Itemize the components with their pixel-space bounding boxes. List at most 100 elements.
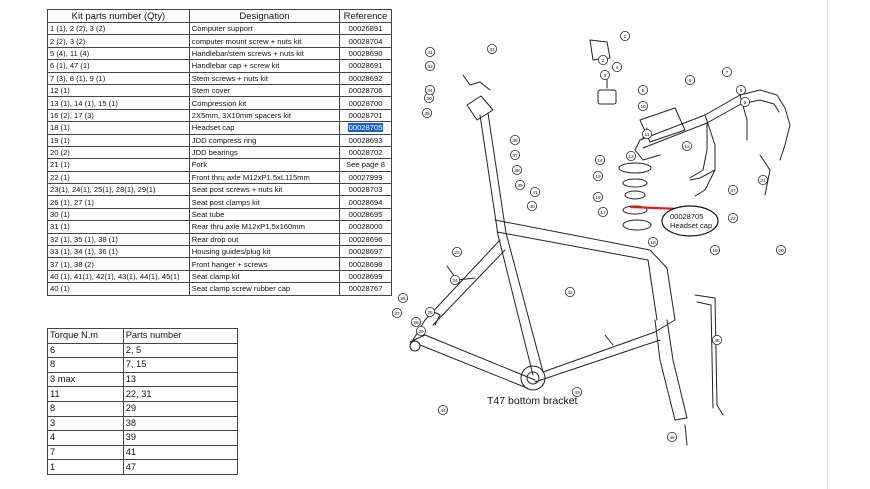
bike-frame-exploded-diagram: 00028705 Headset cap T47 bottom bracket … (392, 30, 791, 446)
part-marker-label: 20 (778, 248, 784, 254)
part-marker-label: 27 (394, 311, 400, 317)
part-marker-circle (425, 85, 436, 96)
part-marker-circle (625, 150, 636, 161)
part-marker-label: 19 (712, 248, 718, 254)
reference-cell: 00028702 (339, 145, 392, 160)
part-marker-circle (438, 404, 449, 415)
part-marker-label: 14 (597, 158, 603, 164)
parts-table-header-row: Kit parts number (Qty) Designation Refer… (47, 9, 392, 23)
parts-number-cell: 6 (1), 47 (1) (47, 59, 190, 73)
designation-cell: JDD compress ring (188, 133, 341, 147)
reference-cell: 00028693 (339, 133, 392, 147)
designation-cell: Compression kit (188, 96, 341, 110)
part-marker-label: 22 (730, 216, 736, 222)
parts-number-cell: 21 (1) (47, 158, 190, 172)
designation-cell: Fork (188, 158, 341, 172)
page-edge-divider (827, 0, 828, 489)
parts-table-row: 7 (3), 8 (1), 9 (1)Stem screws + nuts ki… (47, 71, 392, 85)
reference-cell: 00027999 (339, 170, 392, 185)
part-marker-circle (510, 149, 521, 160)
designation-cell: Rear drop out (188, 232, 341, 247)
reference-cell: 00028701 (339, 108, 392, 123)
parts-table-row: 2 (2), 3 (2)computer mount screw + nuts … (47, 34, 392, 48)
parts-number-cell: 33 (1), 34 (1), 36 (1) (47, 245, 190, 259)
part-marker-circle (514, 179, 525, 190)
parts-number-cell: 41 (122, 444, 239, 461)
parts-number-cell: 26 (1), 27 (1) (47, 195, 190, 209)
parts-number-cell: 19 (1) (47, 133, 190, 147)
parts-number-cell: 22, 31 (122, 386, 239, 402)
part-marker-circle (397, 292, 408, 303)
part-marker-label: 37 (512, 153, 518, 159)
part-marker-label: 44 (440, 408, 446, 414)
reference-cell: 00028704 (339, 34, 392, 48)
part-marker-label: 36 (512, 138, 518, 144)
parts-number-cell: 37 (1), 38 (2) (47, 257, 190, 271)
parts-number-cell: 7 (3), 8 (1), 9 (1) (47, 71, 190, 85)
designation-cell: Handlebar cap + screw kit (188, 59, 341, 73)
parts-table-row: 33 (1), 34 (1), 36 (1)Housing guides/plu… (47, 245, 392, 259)
torque-value-cell: 7 (47, 444, 124, 461)
part-marker-circle (775, 244, 786, 255)
parts-number-cell: 7, 15 (122, 357, 239, 373)
part-marker-circle (721, 67, 732, 78)
designation-cell: Front thru axle M12xP1.5xL115mm (188, 170, 341, 185)
designation-cell: Handlebar/stem screws + nuts kit (188, 46, 341, 61)
part-marker-label: 12 (684, 144, 690, 150)
part-marker-label: 41 (532, 190, 538, 196)
designation-cell: Stem cover (188, 83, 341, 98)
part-marker-circle (739, 97, 750, 108)
parts-number-cell: 13 (1), 14 (1), 15 (1) (47, 96, 190, 110)
part-marker-circle (425, 46, 436, 57)
part-marker-label: 18 (650, 240, 656, 246)
part-marker-label: 8 (740, 88, 743, 94)
red-arrow (629, 205, 681, 211)
part-marker-circle (425, 61, 436, 72)
torque-value-cell: 6 (47, 342, 124, 359)
designation-cell: 2X5mm, 3X10mm spacers kit (188, 108, 341, 123)
part-marker-circle (571, 386, 582, 397)
part-marker-label: 30 (426, 96, 432, 102)
part-marker-label: 11 (645, 132, 650, 138)
part-marker-label: 4 (616, 65, 619, 71)
part-marker-label: 34 (427, 88, 433, 94)
parts-table-row: 40 (1), 41(1), 42(1), 43(1), 44(1), 45(1… (47, 269, 392, 284)
part-marker-circle (637, 101, 648, 112)
reference-cell: 00028691 (339, 59, 392, 73)
parts-table-row: 23(1), 24(1), 25(1), 28(1), 29(1)Seat po… (47, 183, 392, 197)
parts-number-cell: 13 (122, 371, 239, 388)
torque-value-cell: 1 (47, 459, 124, 475)
reference-cell: 00028692 (339, 71, 392, 85)
header-kit-parts-number: Kit parts number (Qty) (47, 9, 190, 23)
reference-cell: 00028700 (339, 96, 392, 110)
reference-cell: 00028705 (339, 121, 392, 135)
reference-cell: 00028690 (339, 46, 392, 61)
part-marker-circle (727, 212, 738, 223)
part-marker-circle (684, 75, 695, 86)
callout-ref-text: 00028705 (670, 212, 703, 221)
highlighted-reference: 00028705 (347, 123, 384, 133)
part-marker-circle (410, 316, 421, 327)
reference-cell: 00028699 (339, 269, 392, 284)
part-marker-circle (637, 85, 648, 96)
torque-value-cell: 8 (47, 357, 124, 373)
reference-cell: 00028000 (339, 220, 392, 234)
part-marker-label: 13 (628, 154, 634, 160)
part-marker-label: 39 (517, 183, 523, 189)
part-marker-label: 45 (714, 338, 720, 344)
parts-number-cell: 38 (122, 415, 239, 432)
reference-cell: 00028698 (339, 257, 392, 271)
part-marker-label: 38 (514, 168, 520, 174)
designation-cell: computer mount screw + nuts kit (188, 34, 341, 48)
part-marker-circle (727, 184, 738, 195)
parts-number-cell: 32 (1), 35 (1), 38 (1) (47, 232, 190, 247)
